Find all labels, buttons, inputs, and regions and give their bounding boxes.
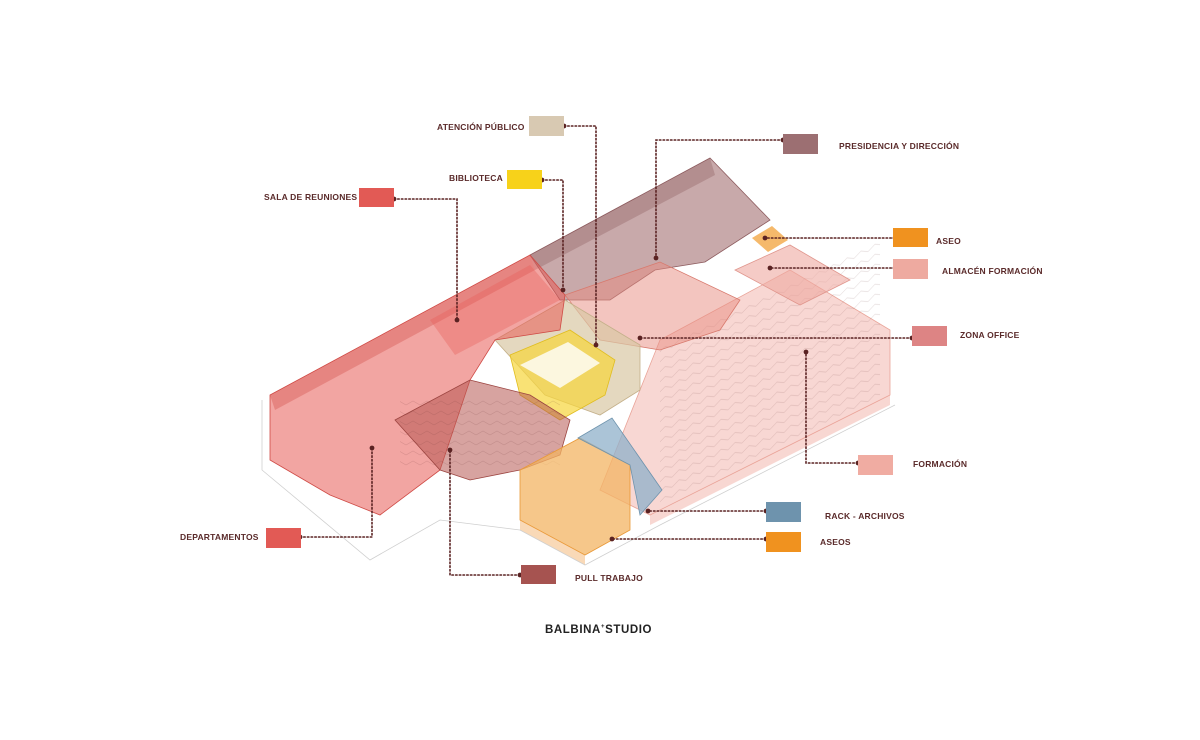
label-almacen: ALMACÉN FORMACIÓN bbox=[942, 266, 1043, 276]
brand-suffix: STUDIO bbox=[605, 624, 653, 636]
swatch-office bbox=[912, 326, 947, 346]
zone-rack bbox=[577, 417, 663, 516]
swatch-presidencia bbox=[783, 134, 818, 154]
leader-departamentos bbox=[299, 447, 373, 538]
swatch-pull bbox=[521, 565, 556, 584]
leader-lines bbox=[299, 125, 913, 576]
leader-atencion bbox=[563, 125, 597, 346]
label-biblioteca: BIBLIOTECA bbox=[449, 173, 503, 183]
swatch-almacen bbox=[893, 259, 928, 279]
zone-aseo bbox=[752, 226, 788, 252]
zone-sala-reuniones bbox=[430, 265, 560, 355]
label-rack: RACK - ARCHIVOS bbox=[825, 511, 905, 521]
swatch-aseo bbox=[893, 228, 928, 247]
leader-pull bbox=[449, 449, 521, 576]
brand-mark: + bbox=[600, 624, 606, 630]
zone-almacen bbox=[734, 244, 851, 306]
label-aseo: ASEO bbox=[936, 236, 961, 246]
label-office: ZONA OFFICE bbox=[960, 330, 1020, 340]
swatch-rack bbox=[766, 502, 801, 522]
swatch-aseos bbox=[766, 532, 801, 552]
building-zones bbox=[261, 157, 896, 566]
swatch-sala bbox=[359, 188, 394, 207]
zone-presidencia bbox=[529, 157, 771, 301]
label-aseos: ASEOS bbox=[820, 537, 851, 547]
label-sala: SALA DE REUNIONES bbox=[264, 192, 358, 202]
zone-departamentos-face bbox=[270, 255, 535, 410]
zone-presidencia-face bbox=[530, 158, 715, 270]
leader-biblioteca bbox=[541, 179, 564, 291]
label-departamentos: DEPARTAMENTOS bbox=[180, 532, 259, 542]
label-pull: PULL TRABAJO bbox=[575, 573, 643, 583]
swatch-departamentos bbox=[266, 528, 301, 548]
label-formacion: FORMACIÓN bbox=[913, 459, 968, 469]
zone-formacion-side bbox=[650, 395, 890, 525]
swatch-atencion bbox=[529, 116, 564, 136]
legend-swatches bbox=[266, 116, 947, 584]
leader-sala bbox=[393, 198, 458, 321]
label-atencion: ATENCIÓN PÚBLICO bbox=[437, 122, 525, 132]
brand-name: BALBINA bbox=[545, 624, 601, 636]
swatch-biblioteca bbox=[507, 170, 542, 189]
leader-formacion bbox=[805, 351, 859, 464]
swatch-formacion bbox=[858, 455, 893, 475]
brand-logo: BALBINA+STUDIO bbox=[545, 624, 652, 636]
label-presidencia: PRESIDENCIA Y DIRECCIÓN bbox=[839, 141, 960, 151]
leader-presidencia bbox=[655, 139, 784, 259]
